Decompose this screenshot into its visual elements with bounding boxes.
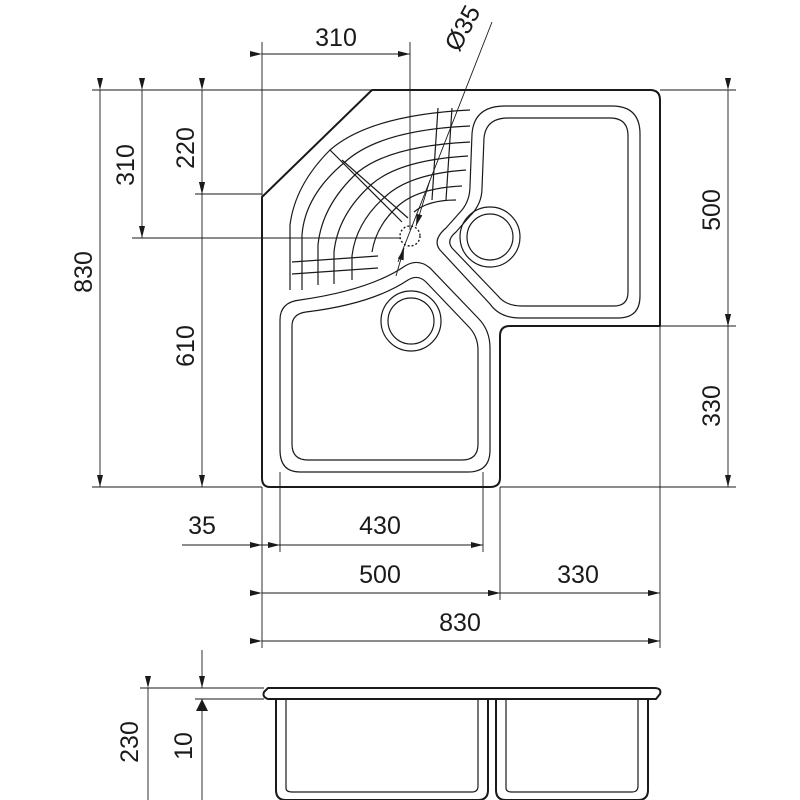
side-rim [262,687,662,700]
dim-bottom-430: 430 [359,512,401,540]
dim-left-610: 610 [172,325,200,367]
dim-left-310: 310 [112,144,140,186]
dim-side-10: 10 [170,732,198,760]
dim-bottom-830: 830 [439,609,481,637]
plan-view [261,89,661,488]
dim-right-500: 500 [698,189,726,231]
drainboard-ribs [289,107,471,290]
left-bowl-inner [291,276,479,461]
sink-outline [261,89,661,488]
dim-bottom-35: 35 [188,512,216,540]
left-bowl-drain [380,290,442,352]
dim-diameter-35: Ø35 [439,1,486,56]
side-bowl-left [275,699,489,800]
dim-left-830: 830 [70,251,98,293]
dim-right-330: 330 [698,385,726,427]
dim-left-220: 220 [172,127,200,169]
dim-bottom-500: 500 [359,561,401,589]
right-bowl-inner [449,117,629,307]
dimension-labels: 310 Ø35 830 310 220 610 500 330 35 430 5… [70,1,726,763]
side-view [140,650,662,800]
drain-hole [399,225,421,247]
dim-side-230: 230 [116,721,144,763]
dim-top-310: 310 [315,24,357,52]
dimension-lines [97,21,731,644]
left-bowl-outer [279,261,491,473]
dim-bottom-330: 330 [557,561,599,589]
right-bowl-drain [459,206,521,268]
side-bowl-right [495,699,649,800]
right-bowl-outer [436,105,641,319]
extension-lines [92,42,736,648]
